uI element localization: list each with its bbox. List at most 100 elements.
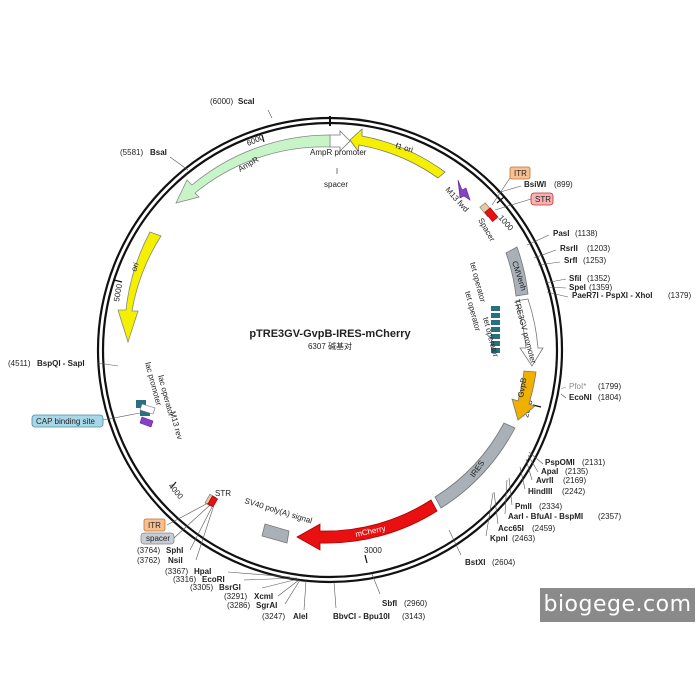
site-name: BspQI - SapI <box>37 359 85 368</box>
site-pos: (4511) <box>8 359 31 368</box>
plasmid-length: 6307 碱基对 <box>308 341 352 351</box>
site-pos: (1203) <box>587 244 610 253</box>
site-pos: (2459) <box>532 524 555 533</box>
site-pos: (1138) <box>575 229 598 238</box>
site-leader <box>528 451 544 465</box>
site-pos: (3286) <box>227 601 250 610</box>
itr-top-leader <box>491 177 511 206</box>
site-name: BsaI <box>150 148 167 157</box>
site-name: RsrII <box>560 244 578 253</box>
site-pos: (5581) <box>120 148 143 157</box>
sv40-label: SV40 poly(A) signal <box>243 496 313 525</box>
tick-4000-label: 4000 <box>166 482 185 502</box>
site-name: NsiI <box>168 556 183 565</box>
site-pos: (2334) <box>539 502 562 511</box>
site-pos: (2357) <box>598 512 621 521</box>
site-pos: (2169) <box>563 476 586 485</box>
site-name: KpnI <box>490 534 508 543</box>
site-name: BsrGI <box>219 583 241 592</box>
tet-operator-block <box>491 334 500 339</box>
spacer-bottom-tag <box>140 532 175 545</box>
tick-6000-mark <box>261 134 265 143</box>
site-leader <box>493 491 499 525</box>
site-name: ScaI <box>238 97 254 106</box>
site-name: AarI - BfuAI - BspMI <box>508 512 583 521</box>
site-name: EcoRI <box>202 575 225 584</box>
watermark: biogege.com <box>540 588 695 622</box>
restriction-sites: (6000) ScaI (5581) BsaI BsiWI (899) PasI… <box>8 97 691 621</box>
tags: ITR STR ITR spacer STR CAP binding site <box>31 166 554 545</box>
site-pos: (1359) <box>589 283 612 292</box>
itr-bottom-tag-text: ITR <box>148 521 161 530</box>
ampr-promoter-label: AmpR promoter <box>310 148 367 157</box>
site-pos: (6000) <box>210 97 233 106</box>
f1-ori-arrow <box>349 128 446 179</box>
ires-box <box>434 422 516 509</box>
tick-2000-mark <box>532 404 542 408</box>
site-leader <box>519 466 526 490</box>
cap-tag-text: CAP binding site <box>36 417 96 426</box>
site-name: XcmI <box>254 592 273 601</box>
mcherry-arrow <box>296 499 438 551</box>
site-leader <box>485 492 494 537</box>
site-leader <box>560 386 567 390</box>
str-top-leader <box>494 198 532 211</box>
site-name: SgrAI <box>256 601 277 610</box>
tick-3000-mark <box>364 554 368 564</box>
cap-block <box>140 410 150 416</box>
gvpb-label: GvpB <box>516 377 528 398</box>
site-pos: (2242) <box>562 487 585 496</box>
site-pos: (1253) <box>583 256 606 265</box>
site-pos: (3764) <box>137 546 160 555</box>
str-top-tag-text: STR <box>535 195 551 204</box>
sv40-box <box>261 523 290 544</box>
site-name: PaeR7I - PspXI - XhoI <box>572 291 652 300</box>
site-name: AvrII <box>536 476 554 485</box>
site-name: SfiI <box>569 274 581 283</box>
tet-operator-block <box>491 348 500 353</box>
site-pos: (2960) <box>404 599 427 608</box>
site-leader <box>243 577 298 581</box>
site-leader <box>508 477 513 506</box>
site-name: Acc65I <box>498 524 524 533</box>
site-leader <box>333 581 337 609</box>
site-leader <box>527 454 539 473</box>
tet-operator-block <box>491 313 500 318</box>
lac-operator-block <box>136 400 146 408</box>
tet-operator-group <box>491 306 500 353</box>
site-leader <box>544 278 567 284</box>
site-name: BstXI <box>465 558 485 567</box>
spacer-top-label: spacer <box>324 180 348 189</box>
site-leader <box>560 393 567 399</box>
site-leader <box>533 249 557 259</box>
site-name: SrfI <box>564 256 577 265</box>
site-name: SphI <box>166 546 183 555</box>
site-name: PasI <box>553 229 569 238</box>
site-name: PspOMI <box>545 458 575 467</box>
m13-rev-arrow <box>139 416 154 428</box>
site-name: PmlI <box>515 502 532 511</box>
site-pos: (1799) <box>598 382 621 391</box>
site-leader <box>267 109 273 119</box>
site-name: ApaI <box>541 467 558 476</box>
site-name: PfoI* <box>569 382 586 391</box>
site-leader <box>504 479 508 515</box>
itr-bottom-leader <box>166 502 209 526</box>
site-pos: (2135) <box>565 467 588 476</box>
plasmid-title: pTRE3GV-GvpB-IRES-mCherry <box>249 328 411 340</box>
cap-tag <box>31 414 104 428</box>
site-name: HpaI <box>194 567 211 576</box>
site-pos: (2463) <box>512 534 535 543</box>
site-leader <box>496 185 522 194</box>
ori-label: ori <box>129 261 140 272</box>
str-bottom-block <box>207 495 219 508</box>
site-name: BsiWI <box>524 180 546 189</box>
site-leader <box>371 573 381 595</box>
site-pos: (2131) <box>582 458 605 467</box>
tick-4000-mark <box>170 481 177 489</box>
tick-1000-mark <box>496 196 505 204</box>
cap-leader <box>102 412 141 421</box>
site-pos: (1804) <box>598 393 621 402</box>
tet-operator-block <box>491 306 500 311</box>
